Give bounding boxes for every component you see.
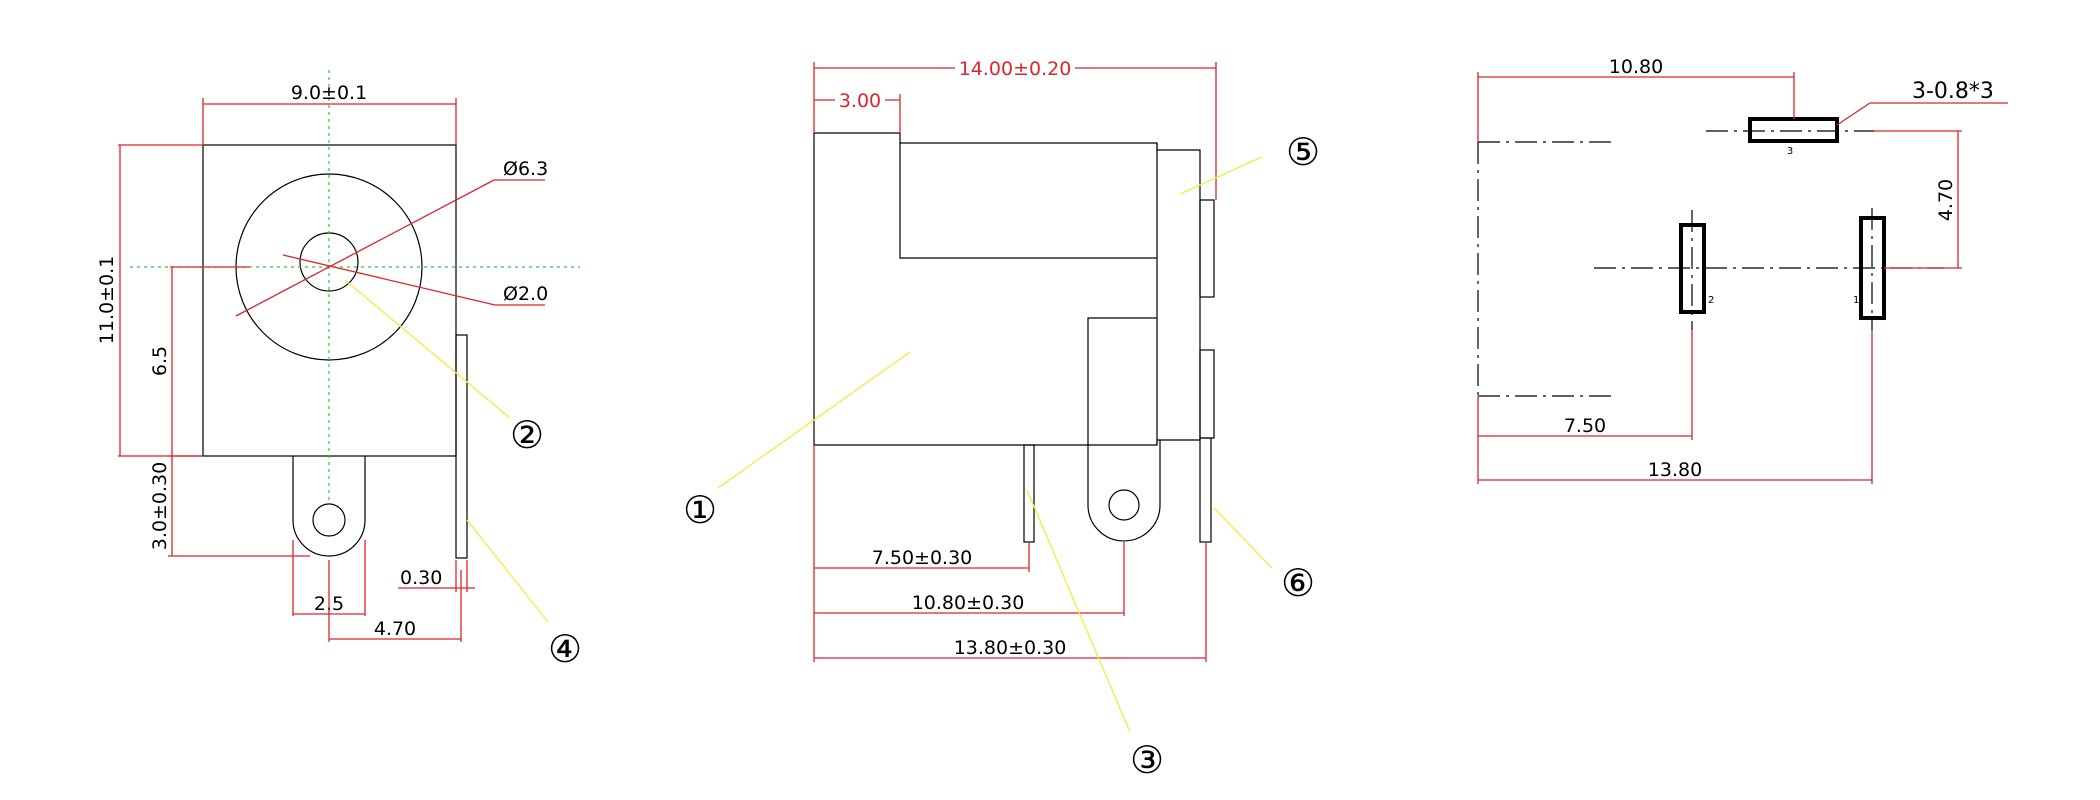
side-rear-tab-bottom [1199, 349, 1215, 439]
front-side-tab [455, 334, 468, 559]
dim-text-mask [955, 56, 1075, 78]
side-rear-tab-top [1199, 199, 1215, 298]
outer-diameter-text: Ø6.3 [503, 158, 548, 180]
pin-label-1: 1 [1853, 295, 1859, 306]
pin-diameter-text: Ø2.0 [503, 283, 548, 305]
front-view: 9.0±0.1 11.0±0.1 6.5 Ø6.3 Ø2.0 3.0±0.30 … [96, 70, 582, 671]
callout-5: ⑤ [1286, 130, 1320, 174]
dim-text-mask [835, 88, 885, 110]
side-inner-step [899, 143, 1157, 259]
leader-callout-6 [1213, 507, 1273, 569]
leader-callout-2 [344, 279, 511, 419]
dim-front-depth-text: 3.00 [839, 90, 881, 112]
dim-pin-spacing-y-text: 4.70 [1935, 179, 1957, 221]
dim-pin3-x-text: 10.80 [1609, 56, 1663, 78]
dim-pin1-text: 13.80±0.30 [954, 637, 1067, 659]
slot-pin2 [1679, 223, 1706, 314]
dim-height-text: 11.0±0.1 [96, 256, 118, 344]
callout-6: ⑥ [1281, 561, 1315, 605]
side-pin-2-hole [1108, 489, 1140, 521]
dim-pin-drop-text: 3.0±0.30 [149, 462, 171, 550]
leader-outer-diameter [235, 179, 495, 317]
side-pin-1 [1199, 437, 1212, 543]
leader-callout-3 [1026, 489, 1131, 733]
dim-pin2-x-text: 7.50 [1564, 415, 1606, 437]
dim-width-text: 9.0±0.1 [291, 82, 367, 104]
slot-callout-text: 3-0.8*3 [1912, 79, 1994, 104]
callout-2: ② [510, 413, 544, 457]
side-view: 14.00±0.20 3.00 7.50±0.30 10.80±0.30 13.… [683, 56, 1320, 782]
front-bottom-pin [292, 456, 366, 557]
pcb-layout: 3 2 1 10.80 3-0.8*3 4.70 7.50 13.80 [1477, 56, 2008, 484]
leader-slot-callout [1836, 102, 1871, 126]
dim-total-length-text: 14.00±0.20 [959, 58, 1072, 80]
leader-pin-diameter [282, 254, 496, 306]
dim-pin1-x-text: 13.80 [1648, 459, 1702, 481]
side-pin-2 [1087, 440, 1161, 542]
callout-3: ③ [1130, 738, 1164, 782]
leader-callout-4 [466, 519, 549, 623]
front-pin-hole [312, 503, 346, 537]
callout-4: ④ [548, 627, 582, 671]
dim-center-height-text: 6.5 [149, 346, 171, 376]
pin-label-3: 3 [1787, 146, 1793, 157]
pin-label-2: 2 [1708, 295, 1714, 306]
dim-tab-thickness-text: 0.30 [400, 567, 442, 589]
callout-1: ① [683, 488, 717, 532]
side-rear-step [1087, 317, 1157, 445]
slot-pin3 [1748, 117, 1839, 143]
dim-pin2-text: 10.80±0.30 [912, 592, 1025, 614]
side-body [813, 132, 1201, 446]
dim-pin-offset-text: 4.70 [374, 618, 416, 640]
dim-pin3-text: 7.50±0.30 [872, 547, 973, 569]
leader-callout-1 [717, 351, 911, 489]
leader-callout-5 [1179, 156, 1263, 195]
